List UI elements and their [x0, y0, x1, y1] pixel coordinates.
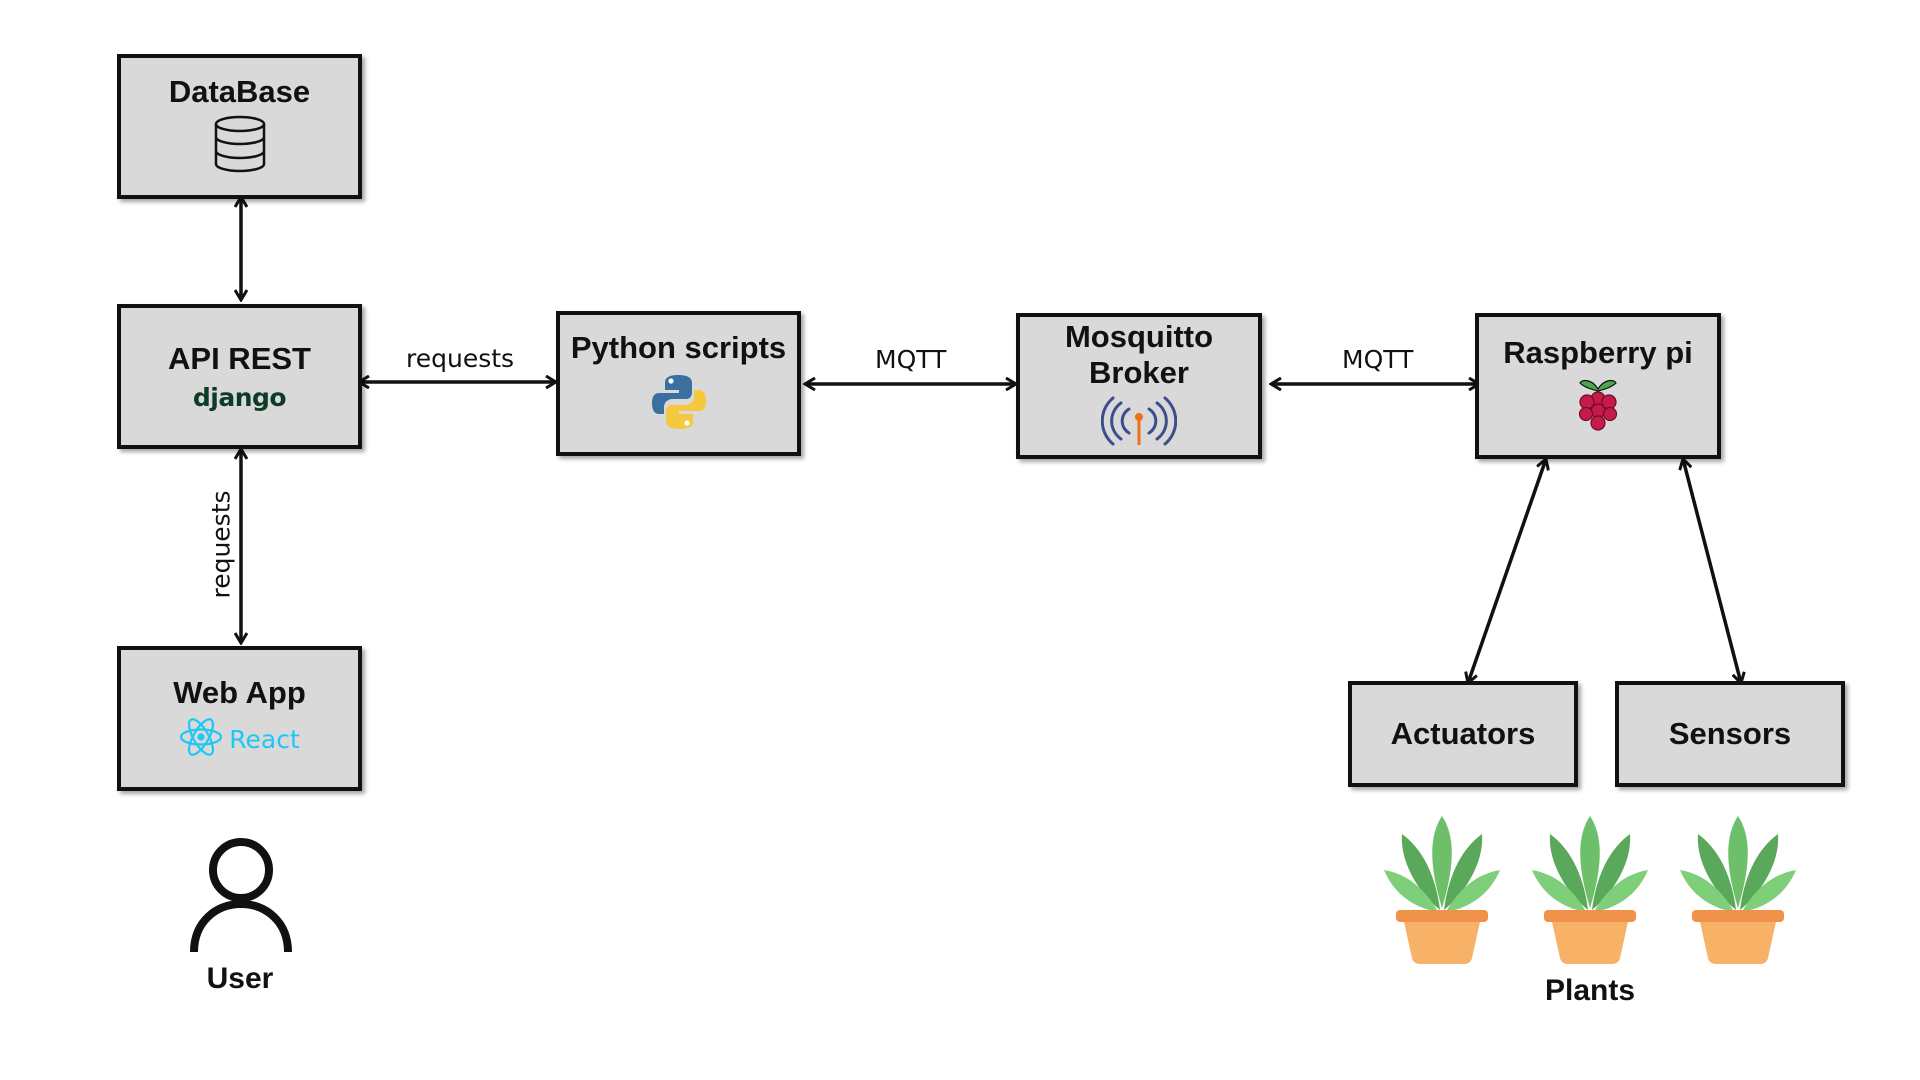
edge-raspberry-sensors — [1683, 459, 1741, 683]
sensors-title: Sensors — [1668, 716, 1792, 751]
actuators-node: Actuators — [1348, 681, 1578, 787]
database-icon — [212, 114, 268, 179]
mosquitto-title-line2: Broker — [1089, 354, 1189, 390]
raspberry-icon — [1574, 375, 1622, 438]
edge-label-api-python: requests — [406, 344, 515, 373]
web-app-node: Web App React — [117, 646, 362, 791]
user-label: User — [206, 962, 274, 995]
web-app-title: Web App — [173, 675, 306, 710]
plant-icon — [1528, 812, 1652, 969]
api-rest-node: API REST django — [117, 304, 362, 449]
actuators-title: Actuators — [1390, 716, 1536, 751]
raspberry-pi-node: Raspberry pi — [1475, 313, 1721, 459]
database-node: DataBase — [117, 54, 362, 199]
sensors-node: Sensors — [1615, 681, 1845, 787]
edge-label-mosquitto-raspberry: MQTT — [1342, 345, 1414, 374]
edge-label-python-mosquitto: MQTT — [875, 345, 947, 374]
mosquitto-broker-node: Mosquitto Broker — [1016, 313, 1262, 459]
react-icon — [179, 717, 223, 762]
mosquitto-title-line1: Mosquitto — [1064, 318, 1214, 354]
api-rest-title: API REST — [168, 341, 311, 376]
plants-label: Plants — [1544, 974, 1636, 1007]
edge-raspberry-actuators — [1468, 459, 1546, 683]
raspberry-pi-title: Raspberry pi — [1503, 334, 1693, 370]
database-title: DataBase — [168, 74, 311, 109]
edge-label-webapp-api: requests — [206, 490, 236, 599]
python-scripts-node: Python scripts — [556, 311, 801, 456]
react-logo: React — [179, 717, 300, 762]
react-label: React — [229, 725, 300, 754]
plants-group — [1380, 812, 1800, 972]
plant-icon — [1380, 812, 1504, 969]
python-scripts-title: Python scripts — [570, 330, 787, 365]
mosquitto-icon — [1100, 395, 1178, 454]
python-icon — [649, 372, 709, 437]
plant-icon — [1676, 812, 1800, 969]
django-logo: django — [192, 383, 287, 412]
user-icon — [188, 836, 294, 959]
